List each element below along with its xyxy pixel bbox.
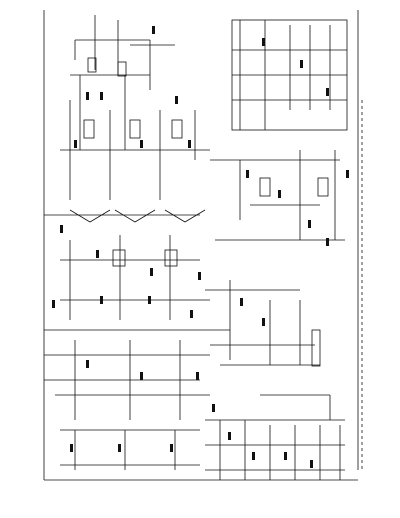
mixer-block: [205, 280, 321, 367]
connector-block: [231, 19, 348, 131]
channel-block-2: [60, 235, 210, 320]
bottom-connector-block: [205, 394, 345, 480]
channel-block-3: [55, 340, 210, 470]
input-stage-block: [70, 15, 175, 150]
component-marks: [52, 26, 349, 468]
channel-block-1: [60, 100, 210, 223]
output-stage-block: [210, 150, 345, 241]
